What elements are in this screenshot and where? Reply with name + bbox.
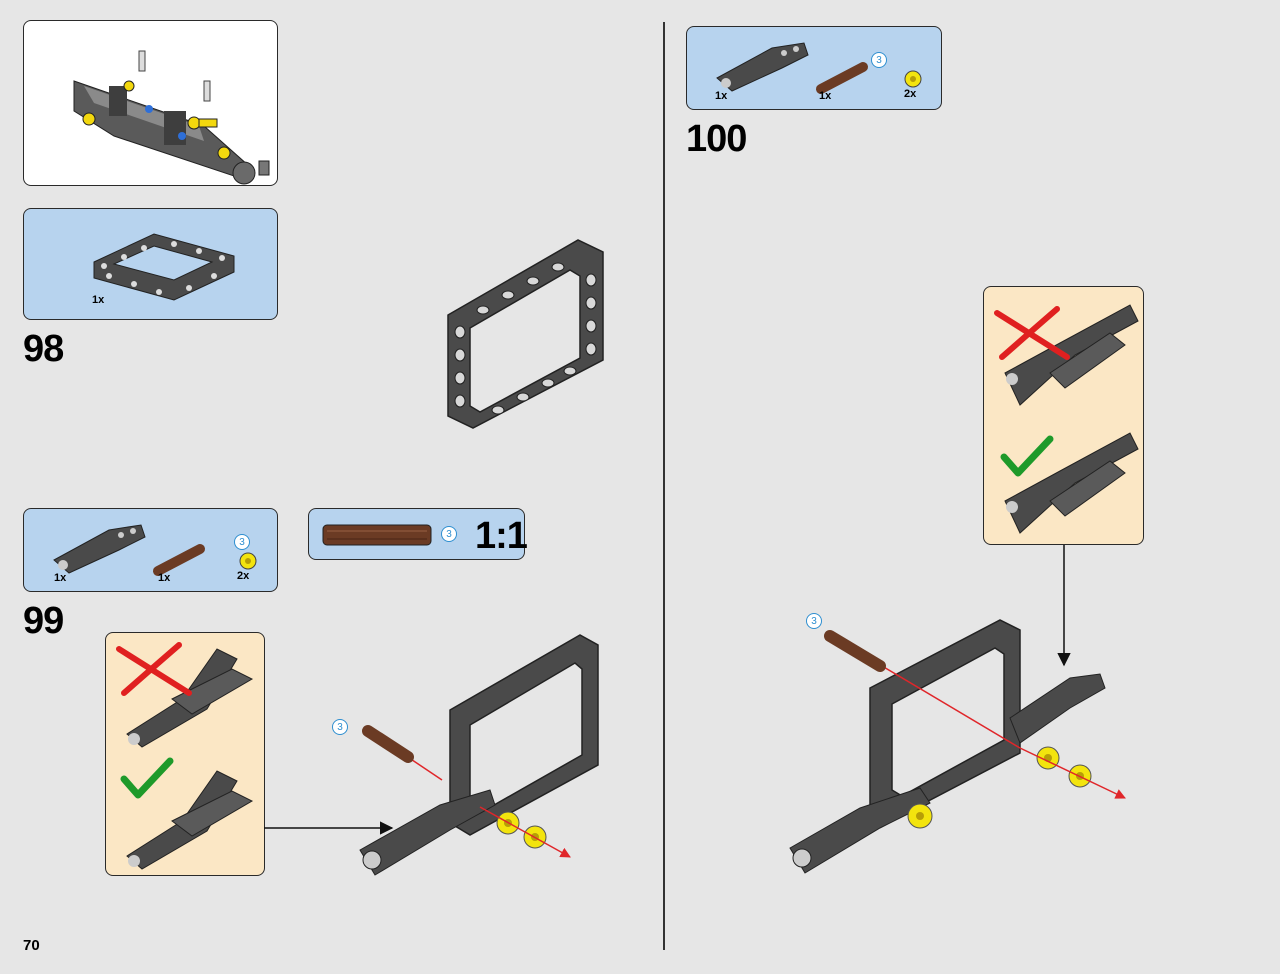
- wrong-cross-icon: [116, 642, 192, 696]
- scale-label: 1:1: [475, 515, 528, 557]
- part-quantity: 1x: [92, 294, 105, 306]
- bush-part-icon: [239, 552, 257, 570]
- part-quantity: 1x: [54, 572, 67, 584]
- wrong-orientation-liftarm: [1004, 304, 1139, 406]
- liftarm-part-icon: [716, 42, 809, 92]
- axle-length-badge: 3: [806, 613, 822, 629]
- part-quantity: 1x: [819, 90, 832, 102]
- liftarm-part-icon: [53, 524, 146, 574]
- axle-part-icon: [816, 62, 868, 94]
- submodel-preview-box: [23, 20, 278, 186]
- correct-check-icon: [120, 757, 174, 799]
- frame-part-icon: [93, 233, 235, 301]
- step-98-frame-drawing: [447, 239, 604, 429]
- part-quantity: 2x: [904, 88, 917, 100]
- correct-check-icon: [1000, 435, 1054, 477]
- correct-orientation-liftarm: [1004, 432, 1139, 534]
- wrong-cross-icon: [994, 306, 1070, 360]
- page-number: 70: [23, 937, 40, 954]
- step-100-orientation-tip: [983, 286, 1144, 545]
- axle-scale-icon: [322, 524, 432, 546]
- correct-orientation-liftarm: [126, 770, 254, 870]
- step-number: 98: [23, 328, 64, 370]
- part-quantity: 1x: [158, 572, 171, 584]
- callout-arrow: [264, 821, 394, 835]
- axle-length-badge: 3: [234, 534, 250, 550]
- step-98-parts-box: 1x: [23, 208, 278, 320]
- axle-part-icon: [153, 544, 205, 576]
- step-99-orientation-tip: [105, 632, 265, 876]
- wrong-orientation-liftarm: [126, 648, 254, 748]
- page-divider: [663, 22, 665, 950]
- part-quantity: 2x: [237, 570, 250, 582]
- step-99-parts-box: 3 1x 1x 2x: [23, 508, 278, 592]
- bush-part-icon: [904, 70, 922, 88]
- step-100-parts-box: 3 1x 1x 2x: [686, 26, 942, 110]
- submodel-chassis-drawing: [73, 50, 270, 185]
- step-number: 100: [686, 118, 747, 160]
- scale-box: 3 1:1: [308, 508, 528, 560]
- callout-arrow: [1057, 545, 1071, 667]
- step-number: 99: [23, 600, 64, 642]
- step-100-assembly-drawing: [789, 619, 1126, 874]
- part-quantity: 1x: [715, 90, 728, 102]
- axle-length-badge: 3: [871, 52, 887, 68]
- axle-length-badge: 3: [332, 719, 348, 735]
- step-99-assembly-drawing: [359, 634, 599, 876]
- axle-length-badge: 3: [441, 526, 457, 542]
